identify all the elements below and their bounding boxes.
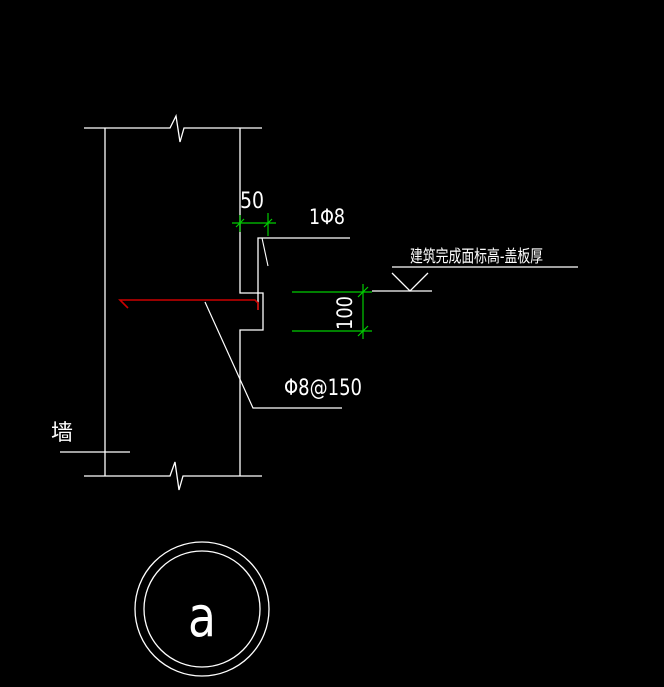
red-rebar-stirrup <box>118 299 259 310</box>
dim-50-tick-right <box>263 218 273 228</box>
wall-right-edge-with-ledge <box>239 128 264 476</box>
elevation-triangle-icon <box>391 272 429 292</box>
elevation-note-text: 建筑完成面标高-盖板厚 <box>410 247 543 267</box>
detail-circle-inner <box>143 550 261 668</box>
stirrup-leader-line <box>204 301 342 409</box>
top-break-line <box>84 113 262 143</box>
top-rebar-line <box>257 237 350 310</box>
dim-50-text: 50 <box>240 189 264 214</box>
detail-mark-text: a <box>188 585 216 650</box>
bottom-break-line <box>84 461 262 491</box>
top-rebar-tick <box>261 237 269 267</box>
dim-100-text: 100 <box>333 296 357 330</box>
wall-label-text: 墙 <box>51 421 73 446</box>
top-rebar-text: 1Φ8 <box>309 205 345 229</box>
dim-100-tick-bottom <box>357 325 369 337</box>
dim-100-tick-top <box>357 286 369 298</box>
dim-50-tick-left <box>235 218 245 228</box>
detail-circle-outer <box>134 541 270 677</box>
stirrup-spacing-text: Φ8@150 <box>284 376 362 401</box>
